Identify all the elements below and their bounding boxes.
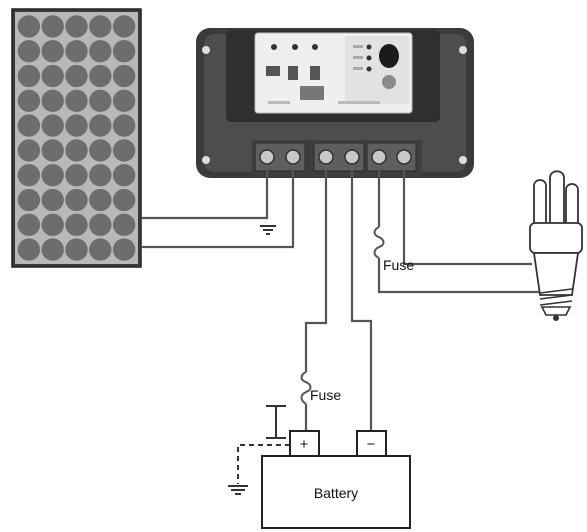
fuse-label-load: Fuse — [383, 257, 414, 273]
ground-icon — [260, 225, 276, 235]
terminal-screw — [318, 149, 334, 165]
solar-cell — [89, 114, 112, 137]
solar-cell — [41, 40, 64, 63]
solar-cell — [112, 15, 136, 38]
fuse-icon — [300, 371, 312, 405]
solar-cell — [112, 164, 136, 187]
indicator-led — [366, 55, 372, 61]
solar-cell — [65, 139, 88, 162]
solar-cell — [17, 188, 41, 212]
brand-logo — [300, 86, 324, 100]
indicator-led — [271, 44, 277, 50]
battery-body — [261, 455, 411, 529]
terminal-screw — [285, 149, 301, 165]
wire-load-negative — [402, 170, 532, 266]
solar-cell — [41, 139, 64, 162]
mount-hole — [459, 156, 467, 164]
solar-symbol — [266, 66, 280, 76]
solar-cell — [65, 40, 88, 63]
solar-cell — [112, 64, 136, 88]
solar-cell — [112, 139, 136, 162]
solar-cell — [65, 164, 88, 187]
indicator-led — [292, 44, 298, 50]
terminal-screw — [259, 149, 275, 165]
indicator-led — [366, 44, 372, 50]
solar-cell — [17, 139, 41, 162]
solar-cell — [17, 89, 41, 112]
wire-battery-negative — [350, 170, 373, 432]
solar-cell — [89, 89, 112, 112]
solar-cell — [17, 15, 41, 38]
solar-panel-icon — [11, 8, 142, 268]
solar-cell — [89, 139, 112, 162]
solar-cell — [112, 114, 136, 137]
solar-cell — [41, 89, 64, 112]
solar-cell — [89, 164, 112, 187]
indicator-led — [312, 44, 318, 50]
fuse-label-battery: Fuse — [310, 387, 341, 403]
solar-cell — [41, 164, 64, 187]
solar-cell — [41, 114, 64, 137]
display-button[interactable] — [379, 44, 399, 68]
solar-cell — [112, 40, 136, 63]
terminal-screw — [344, 149, 360, 165]
wire-solar-positive — [141, 170, 295, 249]
solar-cell — [89, 40, 112, 63]
solar-cell — [41, 64, 64, 88]
battery-plus-sign: + — [300, 436, 309, 453]
terminal-block — [254, 142, 417, 172]
solar-cell — [89, 213, 112, 236]
solar-cell — [17, 114, 41, 137]
solar-cell — [41, 15, 64, 38]
ground-icon — [228, 485, 248, 495]
solar-cell — [41, 238, 64, 261]
solar-cell-grid — [17, 15, 136, 261]
solar-cell — [17, 238, 41, 261]
mount-hole — [202, 46, 210, 54]
solar-cell — [65, 188, 88, 212]
wire-battery-positive — [304, 170, 328, 372]
solar-cell — [89, 188, 112, 212]
solar-cell — [89, 64, 112, 88]
load-symbol — [310, 66, 320, 80]
solar-cell — [65, 15, 88, 38]
battery-icon: + − Battery — [261, 430, 411, 529]
mount-hole — [459, 46, 467, 54]
solar-cell — [89, 238, 112, 261]
battery-label: Battery — [314, 485, 358, 501]
set-button[interactable] — [382, 75, 396, 89]
indicator-led — [366, 66, 372, 72]
battery-negative-terminal — [356, 430, 387, 457]
solar-cell — [65, 213, 88, 236]
charge-controller-icon — [196, 28, 474, 178]
solar-cell — [65, 89, 88, 112]
solar-cell — [65, 238, 88, 261]
wire-solar-negative — [141, 170, 269, 220]
cfl-bulb-icon — [529, 170, 583, 321]
mount-hole — [202, 156, 210, 164]
solar-cell — [112, 89, 136, 112]
solar-cell — [41, 213, 64, 236]
terminal-screw — [371, 149, 387, 165]
solar-cell — [17, 64, 41, 88]
solar-cell — [17, 213, 41, 236]
fuse-icon — [373, 226, 385, 259]
wire-load-positive — [377, 258, 540, 294]
battery-symbol — [288, 66, 298, 80]
battery-minus-sign: − — [367, 436, 376, 453]
battery-positive-terminal — [289, 430, 320, 457]
solar-cell — [17, 164, 41, 187]
solar-cell — [112, 238, 136, 261]
solar-cell — [65, 114, 88, 137]
solar-cell — [112, 188, 136, 212]
terminal-screw — [396, 149, 412, 165]
switch-icon — [266, 405, 286, 439]
wiring — [141, 170, 540, 432]
solar-cell — [112, 213, 136, 236]
solar-cell — [65, 64, 88, 88]
solar-cell — [89, 15, 112, 38]
solar-cell — [41, 188, 64, 212]
solar-cell — [17, 40, 41, 63]
